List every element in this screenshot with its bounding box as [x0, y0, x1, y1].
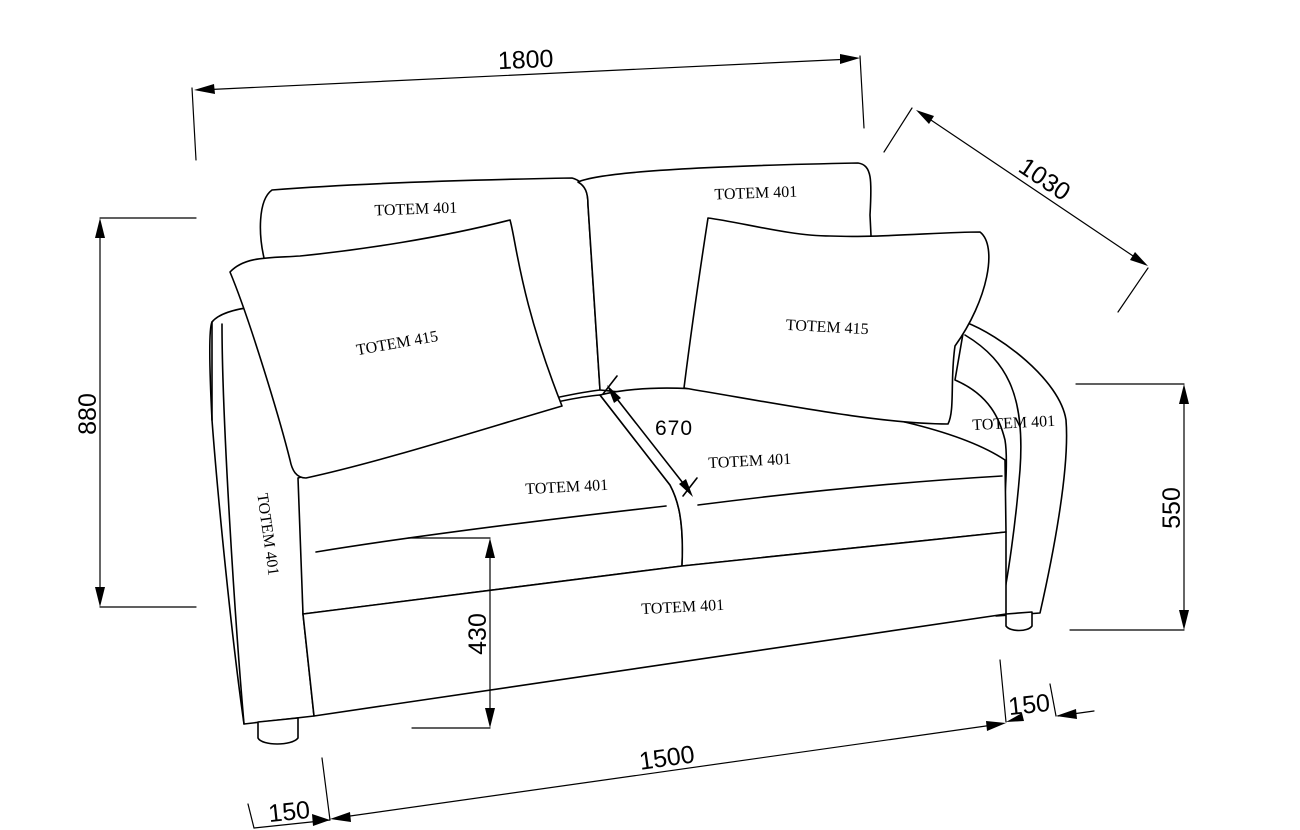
dim-seat-height: 430	[464, 613, 492, 655]
dim-overall-height: 880	[74, 393, 102, 435]
label-pillow-right: TOTEM 415	[785, 317, 869, 338]
label-back-left: TOTEM 401	[374, 200, 457, 220]
base-front-panel	[302, 531, 1007, 717]
sofa-outline	[208, 162, 1068, 745]
dim-depth: 1030	[1014, 152, 1076, 206]
armrest-right	[954, 321, 1068, 617]
label-arm-right: TOTEM 401	[972, 413, 1056, 434]
dim-seat-depth: 670	[655, 417, 693, 440]
label-seat-right: TOTEM 401	[708, 451, 792, 472]
dim-inner-width: 1500	[637, 740, 696, 775]
dim-armrest-left: 150	[267, 796, 311, 828]
dim-armrest-right: 150	[1007, 689, 1051, 721]
label-back-right: TOTEM 401	[714, 184, 797, 204]
leg-left	[257, 717, 299, 745]
dim-overall-width: 1800	[497, 45, 554, 76]
pillow-right	[683, 217, 990, 425]
dim-back-height: 550	[1158, 487, 1186, 529]
label-base-front: TOTEM 401	[641, 597, 725, 618]
pillow-left	[229, 219, 563, 479]
dimension-lines	[95, 54, 1189, 829]
label-seat-left: TOTEM 401	[525, 477, 609, 498]
leg-right	[1005, 611, 1033, 632]
